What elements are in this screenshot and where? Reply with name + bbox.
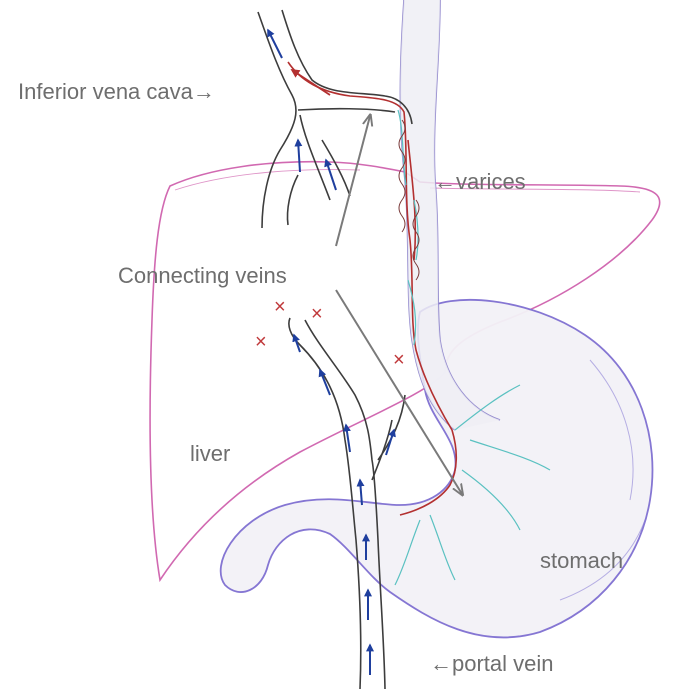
inferior-vena-cava <box>258 10 412 228</box>
blocked-mark: × <box>274 296 286 318</box>
blocked-mark: × <box>255 331 267 353</box>
label-liver: liver <box>190 441 230 466</box>
label-varices: ←varices <box>434 169 526 194</box>
blocked-mark: × <box>311 303 323 325</box>
label-connecting-veins: Connecting veins <box>118 263 287 288</box>
label-portal-vein: ←portal vein <box>430 651 554 676</box>
collateral-flow-arrow <box>292 70 330 95</box>
blocked-marks: × × × × <box>255 296 405 371</box>
label-inferior-vena-cava: Inferior vena cava→ <box>18 79 215 104</box>
blocked-mark: × <box>393 349 405 371</box>
label-stomach: stomach <box>540 548 623 573</box>
